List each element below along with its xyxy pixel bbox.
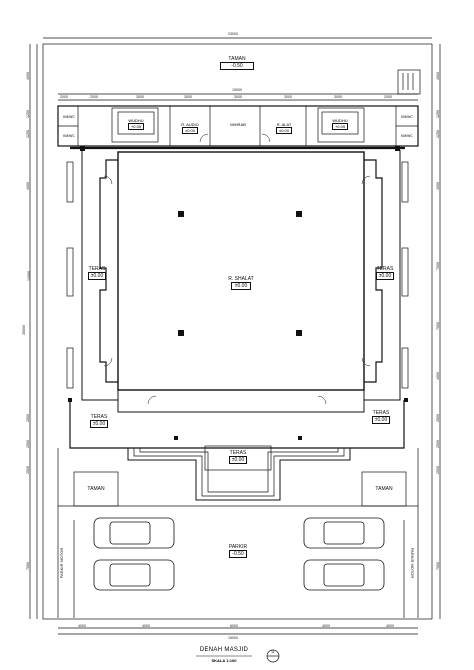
dim-top-seg: 3000 xyxy=(334,95,342,99)
level-badge: -0.50 xyxy=(220,62,254,70)
dim-right-seg: 1250 xyxy=(436,130,440,138)
dim-left-seg: 2500 xyxy=(26,414,30,422)
dim-bottom-seg: 4000 xyxy=(142,624,150,628)
room-teras-right: TERAS ±0.00 xyxy=(370,266,400,280)
dim-left-seg: 7000 xyxy=(26,562,30,570)
dim-right-seg: 7000 xyxy=(436,262,440,270)
dim-top-seg: 3000 xyxy=(184,95,192,99)
room-name: PARKIR xyxy=(228,544,248,550)
room-teras-bottom-left: TERAS ±0.00 xyxy=(84,414,114,428)
room-parkir: PARKIR -0.50 xyxy=(222,544,254,558)
room-name: TERAS xyxy=(229,450,247,456)
dim-bottom-total: 15000 xyxy=(228,636,238,640)
toilet-label-right-bottom: KM/WC xyxy=(401,134,413,138)
dim-left-seg: 2500 xyxy=(26,466,30,474)
dim-left-seg: 2500 xyxy=(26,440,30,448)
dim-right-seg: 7000 xyxy=(436,562,440,570)
dim-top-middle: 15000 xyxy=(232,88,242,92)
room-wudhu-right: WUDHU +0.05 xyxy=(324,118,356,130)
dim-right-seg: 7000 xyxy=(436,322,440,330)
dim-bottom-seg: 6000 xyxy=(230,624,238,628)
dim-left-seg: 4000 xyxy=(26,182,30,190)
room-wudhu-left: WUDHU +0.05 xyxy=(120,118,152,130)
level-badge: ±0.00 xyxy=(375,272,395,280)
dim-right-seg: 2500 xyxy=(436,466,440,474)
room-taman-top: TAMAN -0.50 xyxy=(220,56,254,70)
room-name: WUDHU xyxy=(332,118,348,123)
room-name: TERAS xyxy=(88,266,106,272)
room-name: R. ALAT xyxy=(276,122,292,127)
room-name: TERAS xyxy=(90,414,108,420)
plan-title: DENAH MASJID xyxy=(199,647,249,653)
toilet-label-left-bottom: KM/WC xyxy=(63,134,75,138)
room-taman-right: TAMAN xyxy=(375,486,393,492)
level-badge: ±0.00 xyxy=(228,456,248,464)
dim-bottom-seg: 4000 xyxy=(322,624,330,628)
room-name: R. SHALAT xyxy=(228,276,254,282)
dim-right-seg: 4000 xyxy=(436,182,440,190)
room-teras-bottom-right: TERAS ±0.00 xyxy=(366,410,396,424)
level-badge: +0.05 xyxy=(331,123,349,130)
room-name: MIHRAB xyxy=(230,122,246,127)
dim-top-seg: 3000 xyxy=(284,95,292,99)
dim-right-seg: 4000 xyxy=(436,72,440,80)
room-parkir-motor-left: PARKIR MOTOR xyxy=(59,547,64,579)
dim-bottom-seg: 4000 xyxy=(78,624,86,628)
dim-right-seg: 2500 xyxy=(436,440,440,448)
level-badge: ±0.00 xyxy=(182,127,198,134)
level-badge: ±0.00 xyxy=(276,127,292,134)
north-marker-label: U xyxy=(271,649,275,654)
dim-left-seg: 1250 xyxy=(26,130,30,138)
dim-right-segments: 4000 1250 1250 4000 7000 7000 4000 2500 … xyxy=(434,44,450,619)
room-taman-left: TAMAN xyxy=(87,486,105,492)
level-badge: ±0.00 xyxy=(89,420,109,428)
dim-bottom-segments: 4000 4000 6000 4000 4000 xyxy=(58,624,418,630)
plan-scale: SKALA 1:100 xyxy=(211,658,237,663)
room-name: WUDHU xyxy=(128,118,144,123)
room-parkir-motor-right: PARKIR MOTOR xyxy=(410,547,415,579)
room-r-alat: R. ALAT ±0.00 xyxy=(264,122,304,134)
dim-top-total: 23000 xyxy=(228,32,238,36)
room-name: TAMAN xyxy=(228,56,246,62)
toilet-label-right-top: KM/WC xyxy=(401,115,413,119)
room-name: R. AUDIO xyxy=(181,122,199,127)
level-badge: +0.05 xyxy=(127,123,145,130)
dim-bottom-seg: 4000 xyxy=(386,624,394,628)
dim-right-seg: 2500 xyxy=(436,414,440,422)
dim-left-seg: 1250 xyxy=(26,110,30,118)
dim-top-segments: 2000 2000 3000 3000 3000 3000 3000 2000 xyxy=(58,95,418,101)
room-r-shalat: R. SHALAT ±0.00 xyxy=(221,276,261,290)
room-mihrab: MIHRAB xyxy=(220,122,256,127)
dim-left-seg: 13000 xyxy=(27,271,31,281)
dim-top-seg: 3000 xyxy=(136,95,144,99)
dim-top-seg: 2000 xyxy=(384,95,392,99)
dim-left-seg: 4000 xyxy=(26,72,30,80)
room-teras-entrance: TERAS ±0.00 xyxy=(222,450,254,464)
dim-left-segments: 4000 1250 1250 4000 13000 2500 2500 2500… xyxy=(24,44,40,619)
room-name: TERAS xyxy=(372,410,390,416)
dim-right-seg: 4000 xyxy=(436,372,440,380)
dim-top-seg: 2000 xyxy=(90,95,98,99)
site-boundary xyxy=(42,43,433,620)
toilet-label-left-top: KM/WC xyxy=(63,115,75,119)
dim-top-seg: 3000 xyxy=(234,95,242,99)
dim-top-seg: 2000 xyxy=(60,95,68,99)
room-r-audio: R. AUDIO ±0.00 xyxy=(172,122,208,134)
room-teras-left: TERAS ±0.00 xyxy=(82,266,112,280)
room-name: TERAS xyxy=(376,266,394,272)
level-badge: ±0.00 xyxy=(371,416,391,424)
dim-right-seg: 1250 xyxy=(436,110,440,118)
level-badge: -0.50 xyxy=(229,550,247,558)
level-badge: ±0.00 xyxy=(230,282,252,290)
level-badge: ±0.00 xyxy=(87,272,107,280)
